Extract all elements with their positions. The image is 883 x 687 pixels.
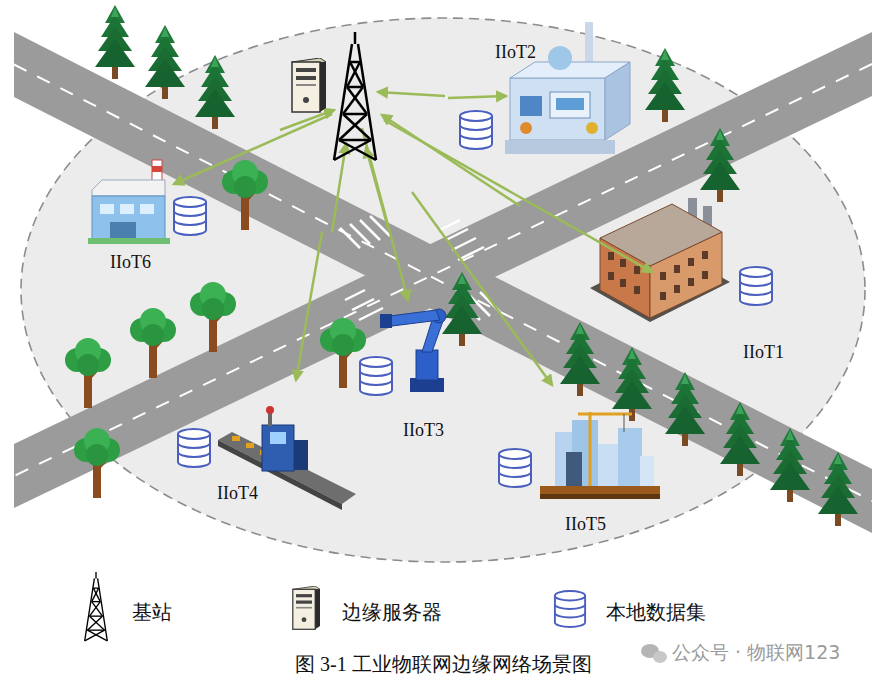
device-label-box: IIoT6	[107, 251, 154, 274]
device-label: IIoT4	[217, 483, 258, 504]
device-label-box: IIoT5	[562, 513, 609, 536]
device-label: IIoT3	[403, 420, 444, 441]
device-label-box: IIoT1	[740, 341, 787, 364]
device-label-box: IIoT4	[214, 482, 261, 505]
figure-caption: 图 3-1 工业物联网边缘网络场景图	[295, 651, 592, 678]
device-label-box: IIoT3	[400, 419, 447, 442]
watermark: 公众号 · 物联网123	[672, 640, 840, 666]
device-label: IIoT2	[495, 42, 536, 63]
device-label: IIoT1	[743, 342, 784, 363]
device-label: IIoT5	[565, 514, 606, 535]
device-label: IIoT6	[110, 252, 151, 273]
legend-text: 边缘服务器	[342, 599, 442, 626]
device-label-box: IIoT2	[492, 41, 539, 64]
legend-text: 本地数据集	[606, 599, 706, 626]
legend-text: 基站	[132, 599, 172, 626]
